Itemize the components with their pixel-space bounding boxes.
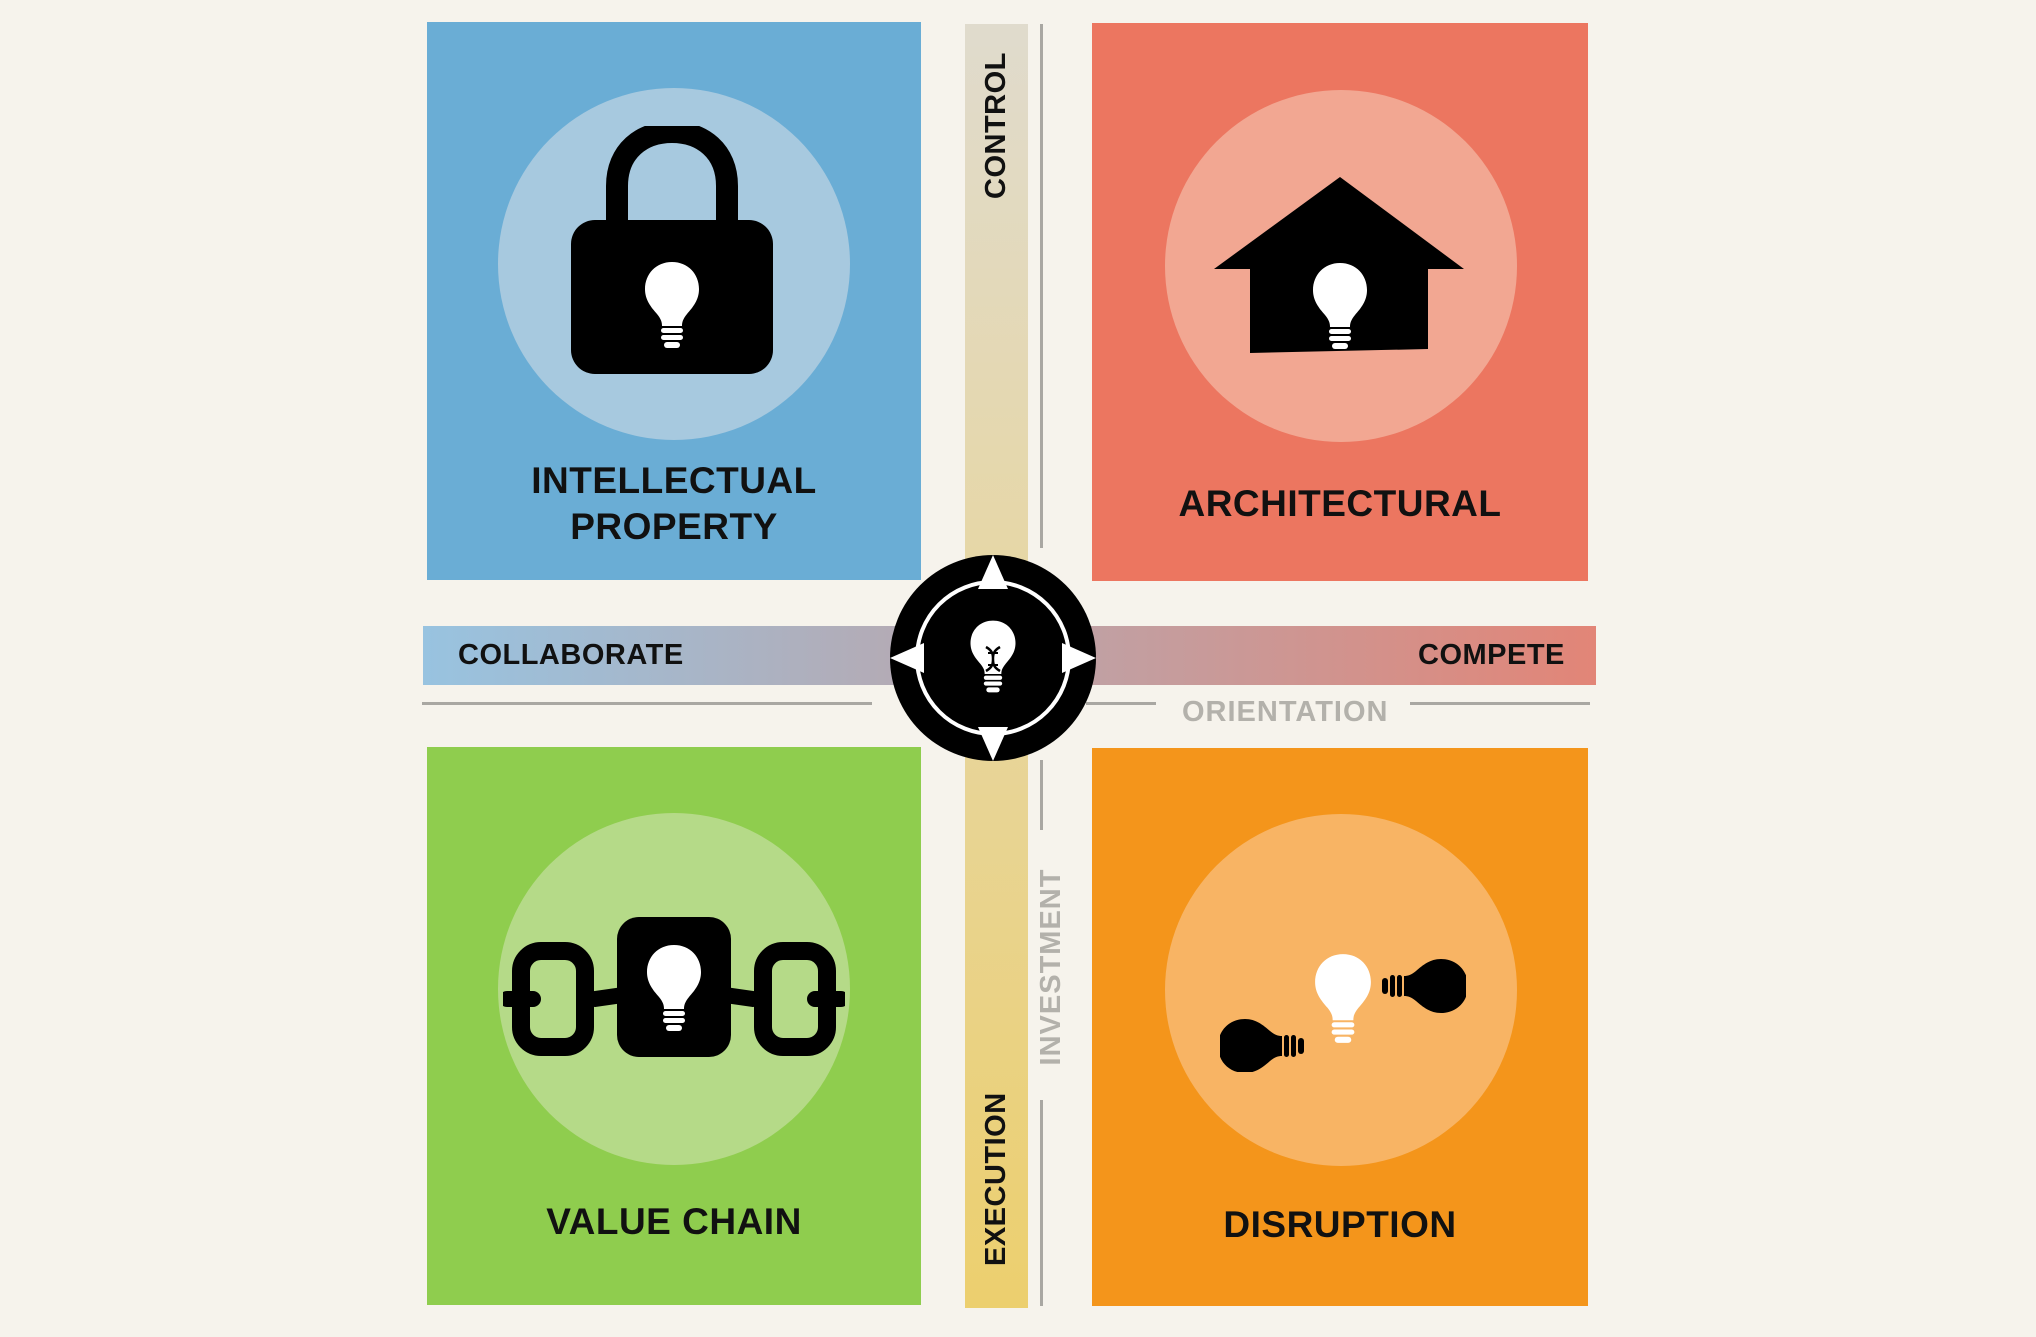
quadrant-disruption: DISRUPTION [1092, 748, 1588, 1306]
horizontal-axis-line-left [422, 702, 872, 705]
compete-label: COMPETE [1418, 639, 1565, 671]
vertical-axis-line-top [1040, 24, 1043, 548]
control-label: CONTROL [980, 52, 1012, 199]
colliding-bulbs-icon [1220, 954, 1466, 1072]
quadrant-label: ARCHITECTURAL [1178, 483, 1502, 524]
house-icon [1214, 177, 1464, 353]
collaborate-label: COLLABORATE [458, 639, 684, 671]
horizontal-axis-line-right-b [1410, 702, 1590, 705]
label-line-1: INTELLECTUAL [531, 460, 817, 501]
chain-links-icon [503, 917, 845, 1057]
vertical-axis-line-mid [1040, 760, 1043, 830]
horizontal-axis-line-right-a [1086, 702, 1156, 705]
execution-label: EXECUTION [980, 1092, 1012, 1266]
label-line-2: PROPERTY [570, 506, 778, 547]
padlock-icon [571, 126, 773, 374]
orientation-axis-title: ORIENTATION [1182, 696, 1389, 728]
vertical-axis-line-bottom [1040, 1100, 1043, 1306]
quadrant-label: INTELLECTUAL PROPERTY [427, 458, 921, 550]
quadrant-label: VALUE CHAIN [546, 1201, 802, 1242]
quadrant-label: DISRUPTION [1223, 1204, 1457, 1245]
quadrant-value-chain: VALUE CHAIN [427, 747, 921, 1305]
investment-axis-title: INVESTMENT [1035, 868, 1067, 1066]
compass-lightbulb-icon [890, 555, 1096, 761]
quadrant-architectural: ARCHITECTURAL [1092, 23, 1588, 581]
quadrant-intellectual-property: INTELLECTUAL PROPERTY [427, 22, 921, 580]
